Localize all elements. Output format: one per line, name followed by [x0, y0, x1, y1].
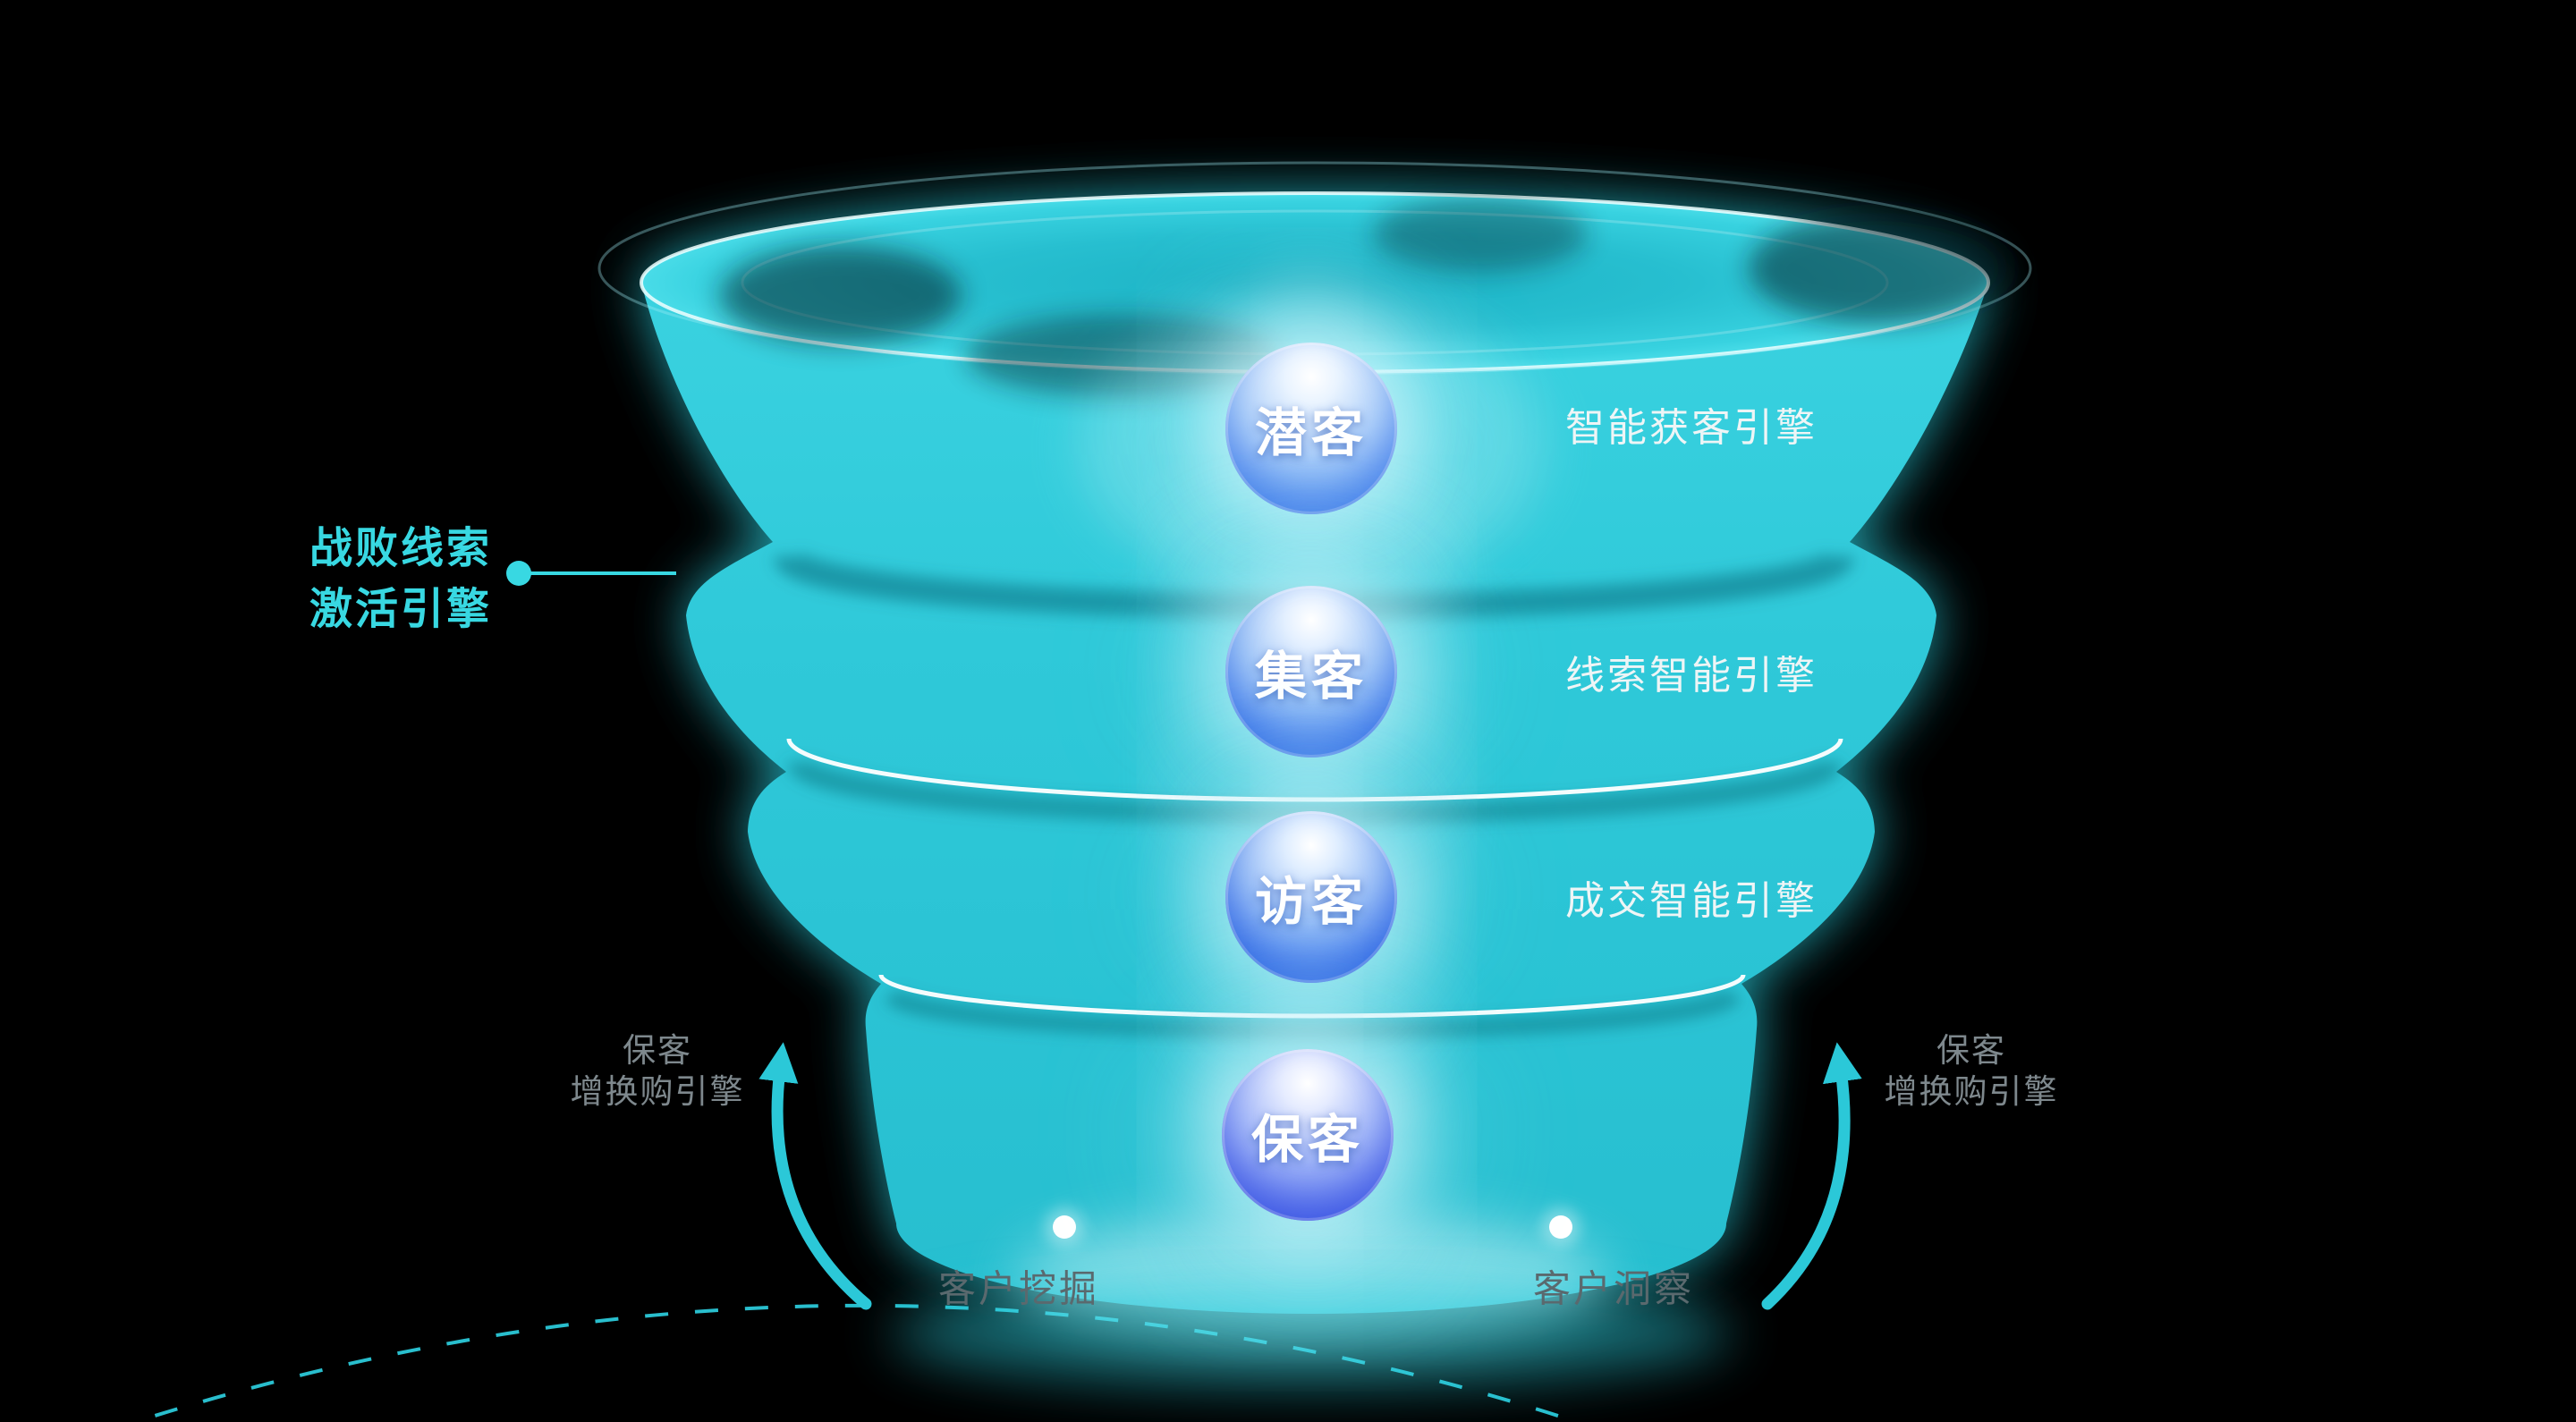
- retention-left-line1: 保客: [623, 1032, 692, 1069]
- engine-label-deals: 成交智能引擎: [1565, 879, 1818, 923]
- bottom-label-mining: 客户挖掘: [937, 1267, 1100, 1310]
- callout-dot: [506, 561, 531, 586]
- engine-label-acquisition: 智能获客引擎: [1565, 406, 1818, 450]
- stage-badge-potential: 潜客: [1225, 343, 1397, 514]
- stage-badge-retained-label: 保客: [1250, 1111, 1364, 1169]
- retention-right-line2: 增换购引擎: [1884, 1073, 2059, 1110]
- retention-left-line2: 增换购引擎: [570, 1073, 745, 1110]
- bottom-label-insight: 客户洞察: [1532, 1267, 1695, 1310]
- lost-leads-callout-line1: 战败线索: [309, 525, 493, 572]
- stage-badge-visitor: 访客: [1225, 811, 1397, 983]
- stage-badge-gathered: 集客: [1225, 586, 1397, 758]
- funnel-shading: [720, 197, 2008, 1040]
- separator-arc-lower: [878, 974, 1746, 1019]
- base-marker-dots: [1045, 1207, 1580, 1247]
- base-glow: [891, 1216, 1732, 1386]
- stage-badge-potential-label: 潜客: [1254, 404, 1368, 462]
- base-dot-left: [1053, 1215, 1076, 1239]
- retention-engine-label-left: 保客 增换购引擎: [571, 1030, 745, 1113]
- stage-badge-retained: 保客: [1222, 1049, 1394, 1221]
- retention-engine-label-right: 保客 增换购引擎: [1885, 1030, 2059, 1113]
- base-dot-right: [1549, 1215, 1572, 1239]
- lost-leads-callout-line2: 激活引擎: [309, 586, 493, 633]
- retention-right-line1: 保客: [1936, 1032, 2006, 1069]
- up-arrows: [758, 1042, 1862, 1310]
- stage-badge-visitor-label: 访客: [1254, 873, 1368, 931]
- left-up-arrow: [758, 1042, 872, 1310]
- callout-connector: [506, 561, 676, 586]
- engine-label-leads: 线索智能引擎: [1565, 654, 1818, 698]
- separator-arc-upper: [786, 738, 1843, 802]
- stage-badge-gathered-label: 集客: [1254, 648, 1368, 706]
- lost-leads-callout: 战败线索 激活引擎: [309, 519, 492, 640]
- right-up-arrow: [1761, 1042, 1862, 1310]
